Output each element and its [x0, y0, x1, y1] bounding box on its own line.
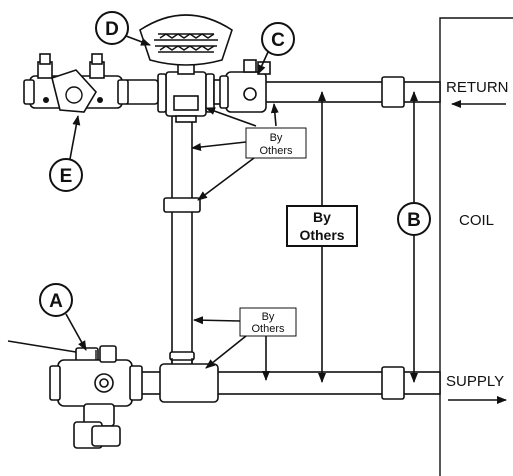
ball-valve-assembly — [7, 340, 143, 449]
by-others-note-top: By Others — [191, 103, 307, 201]
coil-box — [439, 17, 513, 476]
coil-labels: RETURN COIL SUPPLY — [446, 79, 509, 404]
svg-text:C: C — [271, 30, 285, 51]
actuator-spring-coils — [154, 33, 218, 53]
supply-pipe-coupling — [381, 366, 405, 400]
svg-text:B: B — [407, 210, 421, 231]
svg-text:Others: Others — [299, 227, 344, 243]
callout-c: C — [257, 22, 295, 75]
circuit-setter-valve — [219, 59, 271, 113]
control-valve — [139, 14, 233, 123]
svg-text:Others: Others — [259, 145, 293, 157]
svg-text:A: A — [49, 291, 63, 312]
svg-text:By: By — [313, 209, 331, 225]
callout-d: D — [95, 11, 151, 46]
return-label: RETURN — [446, 79, 509, 96]
vertical-pipe — [163, 115, 201, 379]
svg-text:Others: Others — [251, 323, 285, 335]
callout-a: A — [39, 283, 87, 351]
svg-text:D: D — [105, 19, 119, 40]
svg-text:By: By — [262, 311, 275, 323]
return-pipe — [261, 76, 441, 108]
supply-label: SUPPLY — [446, 373, 504, 390]
return-pipe-coupling — [381, 76, 405, 108]
svg-text:By: By — [270, 132, 283, 144]
svg-text:E: E — [60, 166, 73, 187]
supply-tee — [159, 358, 219, 403]
callout-e: E — [49, 115, 83, 192]
callout-b: B — [397, 202, 431, 236]
y-strainer-assembly — [23, 53, 129, 113]
coil-label: COIL — [459, 212, 494, 229]
union-fitting — [163, 197, 201, 213]
by-others-note-bottom: By Others — [193, 307, 297, 381]
by-others-note-center: By Others — [286, 205, 358, 247]
